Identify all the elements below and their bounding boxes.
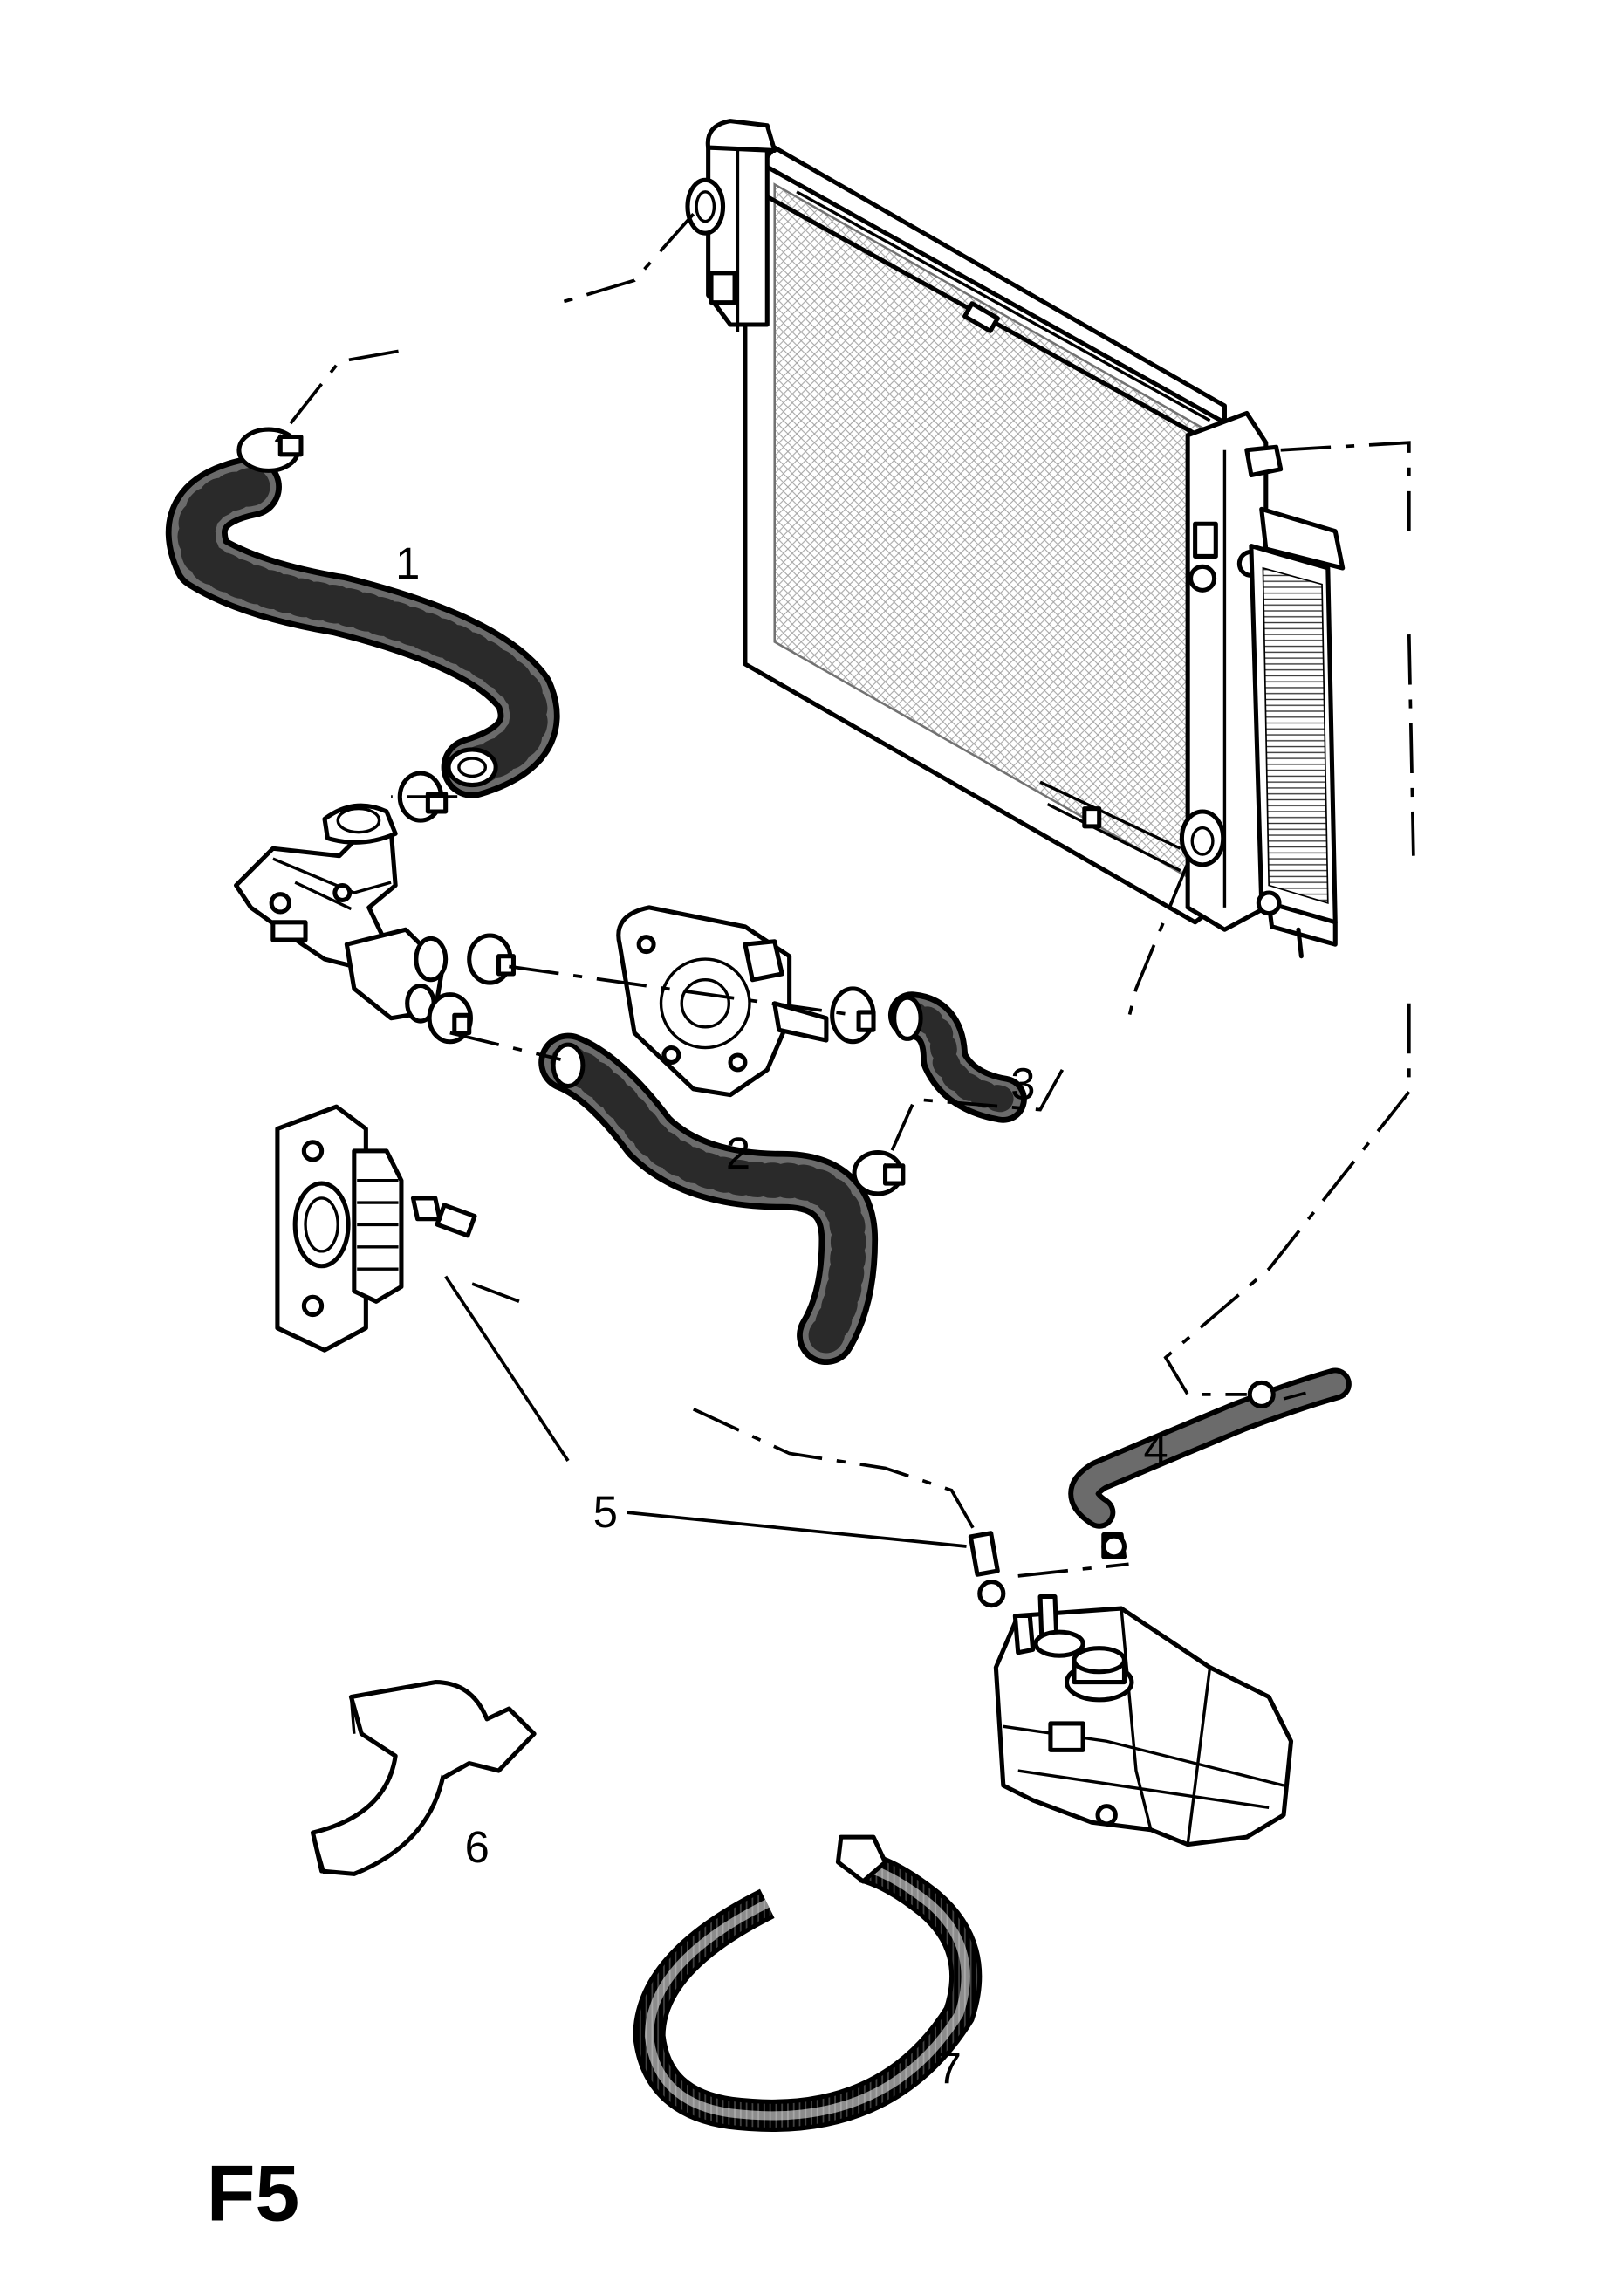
callout-5: 5 [593, 1487, 618, 1537]
temperature-sensor [270, 920, 308, 942]
bypass-hose [887, 991, 1027, 1123]
clamp-3-right [830, 986, 876, 1045]
expansion-tank [993, 1593, 1294, 1847]
temperature-sender [410, 1196, 477, 1238]
radiator-bleed-outlet [1244, 444, 1284, 477]
expansion-tank-cap [1064, 1646, 1134, 1703]
callout-1: 1 [395, 538, 420, 588]
assembly-lines [271, 212, 1415, 1578]
callout-4: 4 [1143, 1423, 1168, 1473]
callout-2: 2 [726, 1128, 750, 1178]
clamp-3-left [467, 933, 516, 985]
strap-buckle [835, 1834, 888, 1884]
bleed-fitting [968, 1531, 1006, 1608]
thermostat-outlet-neck [322, 803, 398, 845]
water-pump-outlet [772, 1001, 829, 1043]
clamp-1-upper [236, 427, 304, 473]
coolant-flange [275, 1104, 404, 1353]
clamp-2-lower [852, 1150, 906, 1196]
callout-6: 6 [465, 1822, 490, 1872]
tank-mounting-bracket [310, 1680, 537, 1876]
water-pump [616, 905, 829, 1098]
clamp-2-upper [427, 992, 473, 1045]
hose-strap [633, 1834, 983, 2132]
radiator-lower-outlet [1179, 809, 1226, 867]
figure-code: F5 [207, 2149, 300, 2238]
leader-lines [444, 1275, 967, 1548]
expansion-tank-hose [1068, 1367, 1352, 1559]
upper-radiator-hose [165, 456, 560, 798]
thermostat-housing [234, 803, 449, 1024]
radiator-upper-inlet [685, 177, 726, 236]
callout-7: 7 [937, 2044, 962, 2094]
radiator [685, 119, 1346, 959]
callout-3: 3 [1010, 1059, 1035, 1109]
lower-radiator-hose [538, 1032, 879, 1366]
